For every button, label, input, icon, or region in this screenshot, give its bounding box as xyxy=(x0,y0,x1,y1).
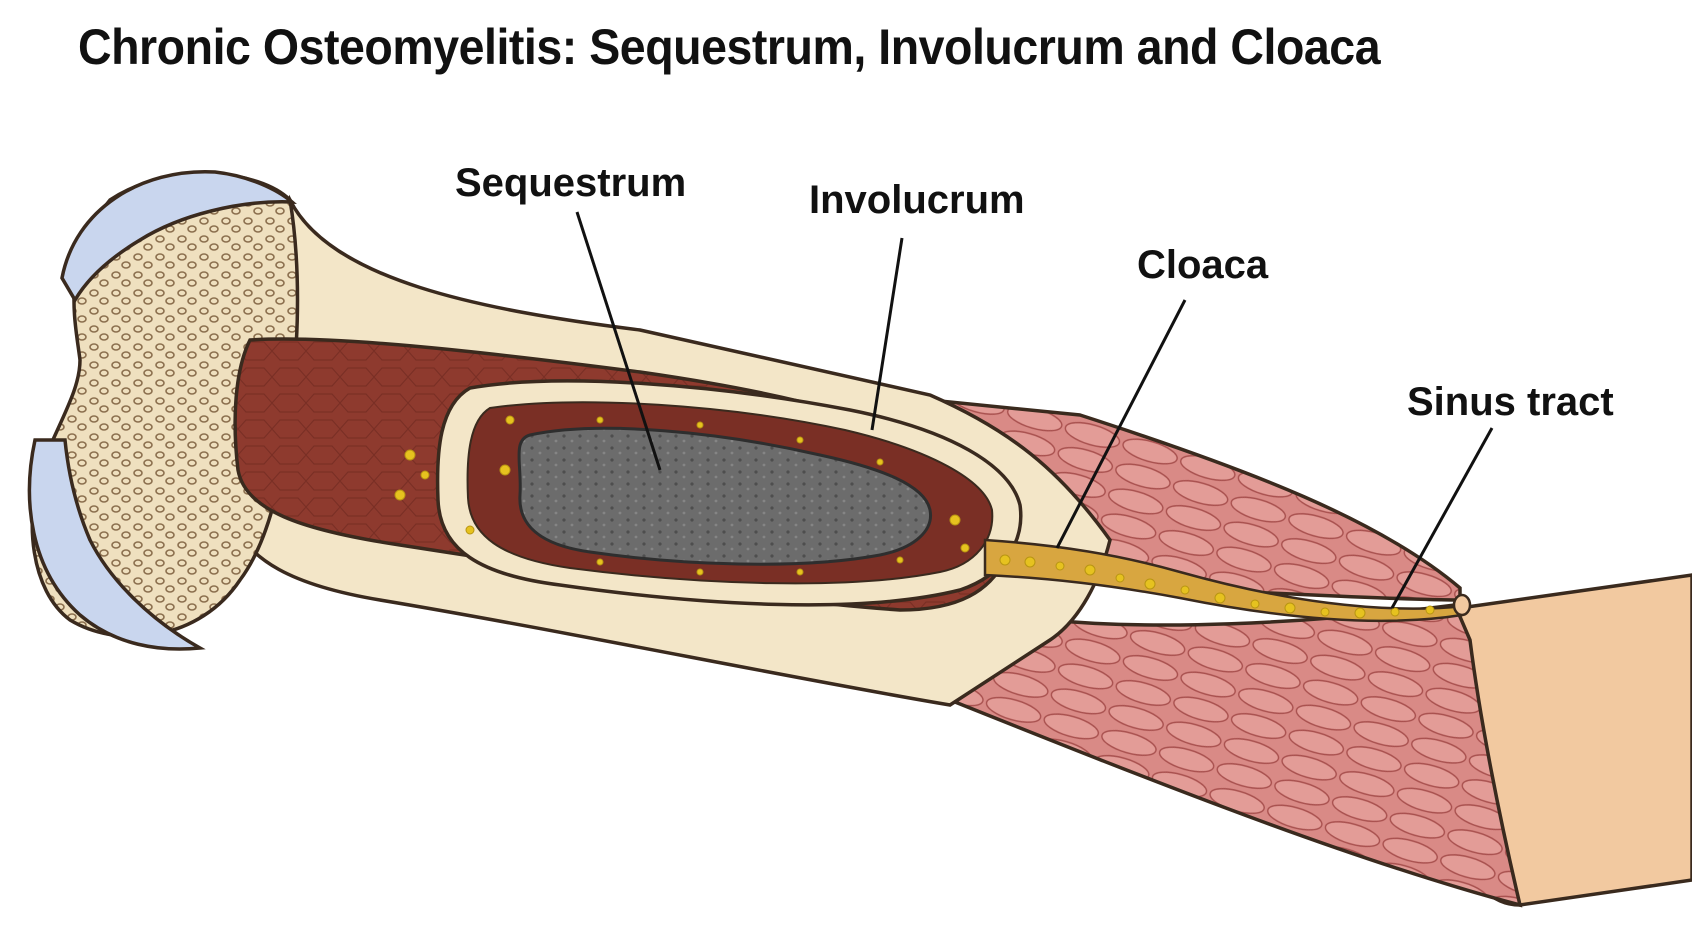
muscle-lower xyxy=(946,603,1523,908)
sinus-opening xyxy=(1452,593,1472,617)
involucrum-label: Involucrum xyxy=(809,178,1025,222)
cartilage-upper xyxy=(60,170,297,304)
cartilage-lower xyxy=(27,438,206,651)
sequestrum xyxy=(517,426,933,566)
sinus-tract-label: Sinus tract xyxy=(1407,380,1614,424)
diagram-title: Chronic Osteomyelitis: Sequestrum, Invol… xyxy=(78,19,1381,75)
sinus-tract-leader xyxy=(1390,427,1494,609)
epiphysis xyxy=(30,171,300,639)
sequestrum-label: Sequestrum xyxy=(455,161,686,205)
cloaca-label: Cloaca xyxy=(1137,243,1269,287)
involucrum-leader xyxy=(870,237,904,431)
sequestrum-leader xyxy=(575,211,662,471)
cloaca-leader xyxy=(1055,299,1187,549)
pus-droplets xyxy=(394,415,1435,619)
